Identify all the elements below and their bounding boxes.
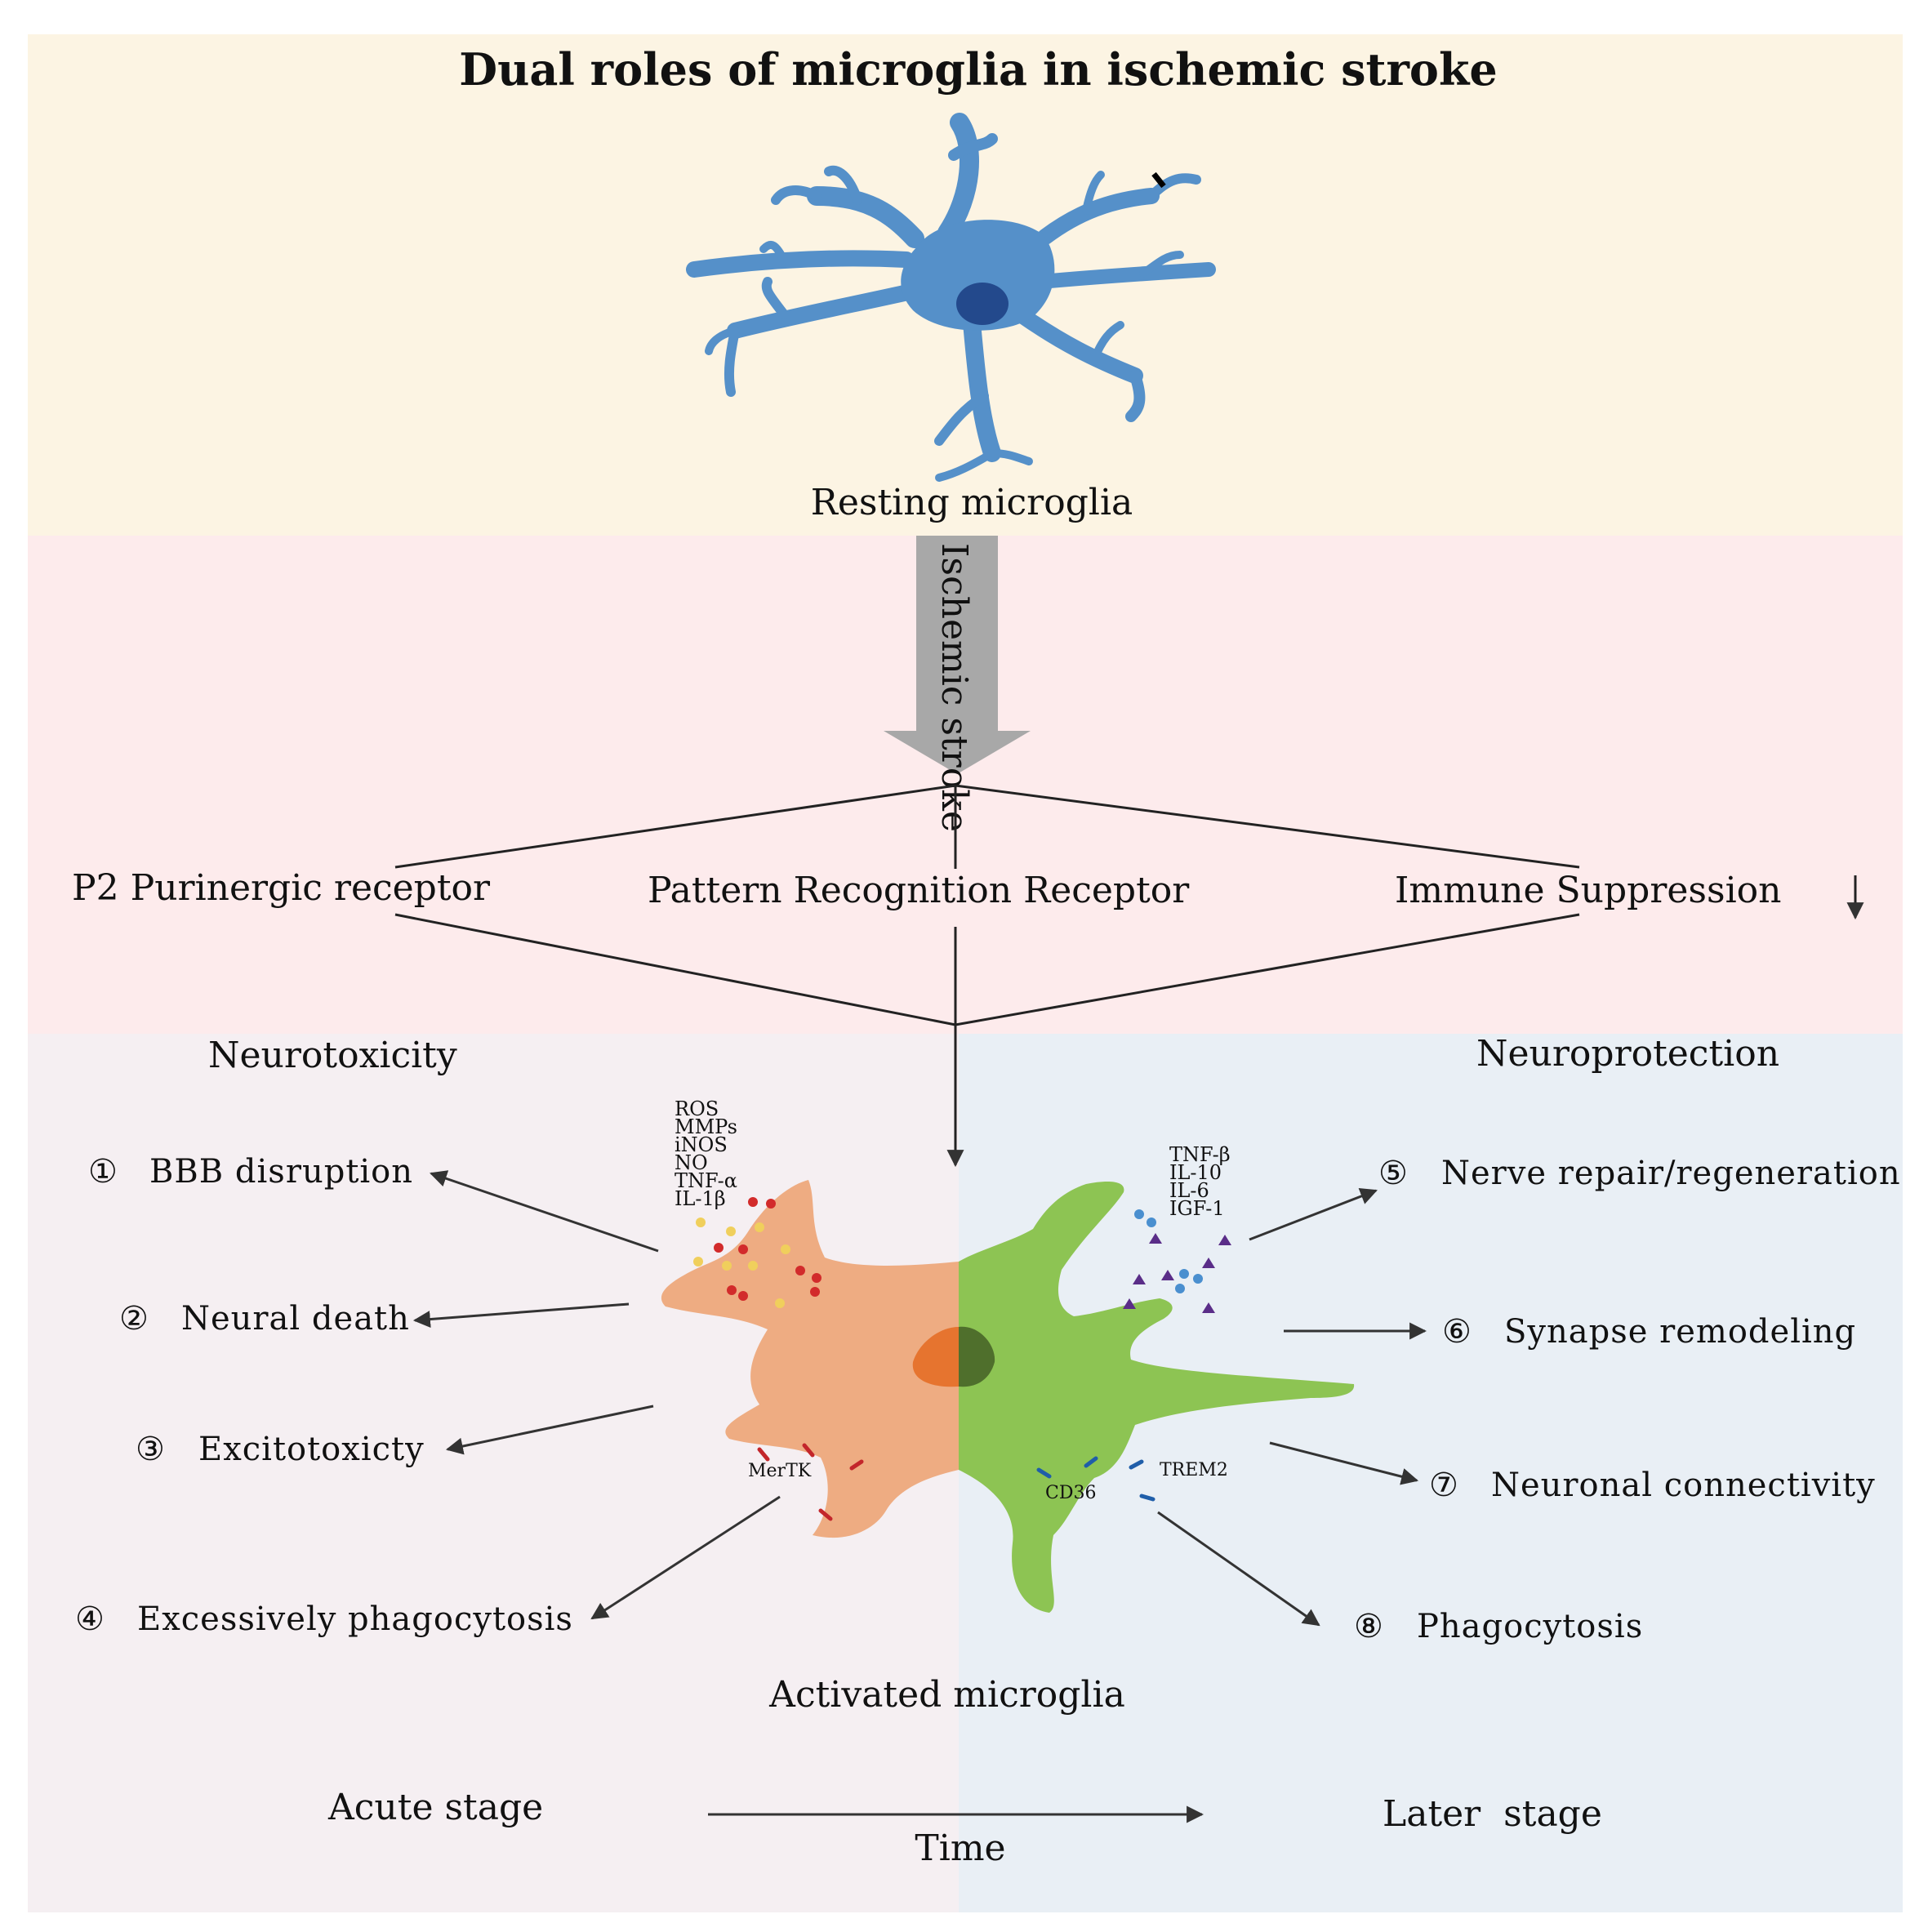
mertk-receptor-ticks	[757, 1443, 864, 1521]
neuroprotection-outcome-6: ⑥ Synapse remodeling	[1442, 1313, 1856, 1351]
protective-mediator: IL-10	[1169, 1161, 1222, 1184]
toxic-mediator: ROS	[675, 1097, 719, 1120]
activated-microglia-protect-nucleus	[959, 1326, 995, 1387]
activated-microglia-toxic-nucleus	[912, 1327, 959, 1387]
neuroprotection-outcome-7: ⑦ Neuronal connectivity	[1429, 1467, 1876, 1504]
resting-microglia-body	[901, 220, 1055, 331]
outcome-label: Phagocytosis	[1417, 1608, 1643, 1645]
neurotoxicity-outcome-3: ③ Excitotoxicty	[136, 1431, 425, 1468]
outcome-label: Neuronal connectivity	[1491, 1467, 1876, 1504]
neuroprotection-heading: Neuroprotection	[1476, 1033, 1779, 1075]
toxic-mediator: TNF-α	[675, 1169, 737, 1192]
outcome-number: ①	[88, 1153, 118, 1191]
activated-microglia-toxic-half	[661, 1180, 959, 1538]
neurotoxicity-outcome-2: ② Neural death	[119, 1300, 410, 1338]
time-label: Time	[915, 1827, 1005, 1869]
outcome-label: Nerve repair/regeneration	[1441, 1155, 1901, 1192]
outcome-label: Synapse remodeling	[1504, 1313, 1856, 1351]
outcome-number: ③	[136, 1431, 166, 1468]
outcome-number: ⑥	[1442, 1313, 1472, 1351]
figure-title: Dual roles of microglia in ischemic stro…	[459, 43, 1497, 96]
neuroprotection-panel	[959, 1034, 1903, 1912]
toxic-mediator: MMPs	[675, 1115, 737, 1138]
outcome-arrows	[412, 1170, 1427, 1627]
toxic-mediator: iNOS	[675, 1133, 728, 1156]
resting-label: Resting microglia	[811, 482, 1133, 523]
outcome-label: Neural death	[181, 1300, 410, 1338]
cd36-label: CD36	[1045, 1483, 1096, 1503]
neurotoxicity-heading: Neurotoxicity	[208, 1035, 457, 1076]
acute-stage-label: Acute stage	[327, 1787, 543, 1828]
neurotoxicity-outcome-4: ④ Excessively phagocytosis	[75, 1600, 573, 1638]
resting-microglia-cell	[686, 113, 1216, 482]
later-stage-label: Later stage	[1383, 1793, 1602, 1835]
protective-mediator-particles	[1123, 1209, 1231, 1313]
outcome-number: ④	[75, 1600, 105, 1638]
toxic-mediator: NO	[675, 1151, 708, 1174]
toxic-mediator-list: ROS MMPs iNOS NO TNF-α IL-1β	[675, 1097, 737, 1210]
ischemic-stroke-label: Ischemic stroke	[933, 543, 975, 832]
p2-purinergic-receptor: P2 Purinergic receptor	[72, 867, 491, 909]
outcome-number: ②	[119, 1300, 149, 1338]
immune-suppression: Immune Suppression	[1395, 870, 1781, 911]
activated-label: Activated microglia	[768, 1674, 1125, 1716]
outcome-label: Excitotoxicty	[198, 1431, 425, 1468]
resting-microglia-nucleus	[956, 283, 1009, 325]
outcome-label: Excessively phagocytosis	[137, 1600, 573, 1638]
pattern-recognition-receptor: Pattern Recognition Receptor	[648, 870, 1190, 911]
mertk-label: MerTK	[748, 1461, 812, 1481]
neuroprotection-outcome-5: ⑤ Nerve repair/regeneration	[1378, 1155, 1901, 1192]
receptor-connectors	[394, 784, 1580, 1168]
toxic-mediator-particles	[693, 1197, 822, 1308]
protective-mediator: IGF-1	[1169, 1197, 1225, 1220]
outcome-number: ⑧	[1354, 1608, 1384, 1645]
trem2-label: TREM2	[1160, 1460, 1228, 1480]
cd36-trem2-receptor-ticks	[1036, 1456, 1155, 1502]
outcome-label: BBB disruption	[149, 1153, 413, 1191]
neurotoxicity-panel	[28, 1034, 959, 1912]
neuroprotection-outcome-8: ⑧ Phagocytosis	[1354, 1608, 1643, 1645]
protective-mediator: IL-6	[1169, 1179, 1209, 1202]
protective-mediator-list: TNF-β IL-10 IL-6 IGF-1	[1169, 1143, 1231, 1220]
outcome-number: ⑤	[1378, 1155, 1409, 1192]
activated-microglia-protect-half	[959, 1182, 1355, 1613]
resting-mark	[1151, 171, 1166, 189]
outcome-number: ⑦	[1429, 1467, 1459, 1504]
ischemic-stroke-arrow	[884, 536, 1031, 774]
toxic-mediator: IL-1β	[675, 1187, 726, 1210]
neurotoxicity-outcome-1: ① BBB disruption	[88, 1153, 413, 1191]
protective-mediator: TNF-β	[1169, 1143, 1231, 1166]
